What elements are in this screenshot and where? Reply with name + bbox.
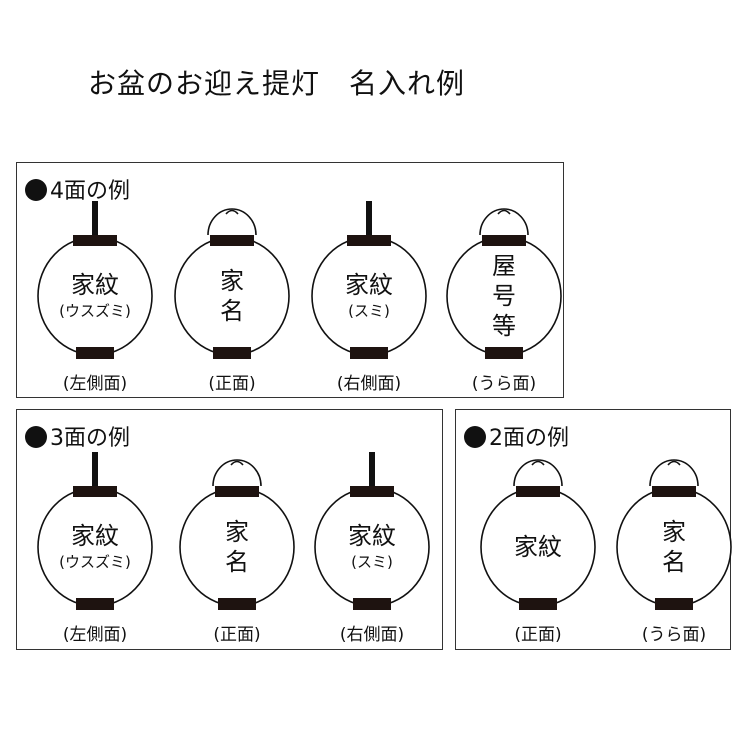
lantern-handle-knot — [532, 462, 544, 466]
lantern-bottom-band — [76, 347, 114, 359]
lantern-label-line: 号 — [434, 281, 574, 311]
panel-title-text: 3面の例 — [50, 426, 130, 451]
lantern-side-caption: (うら面) — [434, 369, 574, 394]
lantern: 屋号等 (うら面) — [434, 201, 574, 401]
lantern-top-band — [210, 235, 254, 246]
lantern-ink-note: (ウスズミ) — [25, 300, 165, 322]
lantern-bottom-band — [350, 347, 388, 359]
lantern-label: 家名 — [167, 517, 307, 577]
lantern-label: 家名 — [604, 517, 744, 577]
lantern: 家名 (正面) — [162, 201, 302, 401]
lantern-side-caption: (正面) — [468, 620, 608, 645]
lantern-label-line: 等 — [434, 311, 574, 341]
lantern-handle — [208, 209, 256, 235]
lantern-label-line: 家紋 — [25, 271, 165, 300]
lantern-label-line: 名 — [604, 547, 744, 577]
lantern-handle-knot — [226, 211, 238, 215]
lantern-bottom-band — [213, 347, 251, 359]
panel-title: 2面の例 — [464, 420, 569, 452]
lantern-label-line: 家紋 — [25, 522, 165, 551]
lantern-ink-note: (スミ) — [299, 300, 439, 322]
lantern-bottom-band — [76, 598, 114, 610]
lantern-bottom-band — [485, 347, 523, 359]
bullet-dot-icon — [464, 426, 486, 448]
lantern-bottom-band — [655, 598, 693, 610]
lantern-handle — [213, 460, 261, 486]
bullet-dot-icon — [25, 179, 47, 201]
lantern-label: 家名 — [162, 266, 302, 326]
lantern-handle-knot — [668, 462, 680, 466]
bullet-dot-icon — [25, 426, 47, 448]
lantern: 家紋(ウスズミ) (左側面) — [25, 201, 165, 401]
lantern-label-line: 家紋 — [468, 533, 608, 562]
lantern-pole — [92, 452, 98, 486]
lantern-label: 家紋(スミ) — [302, 522, 442, 573]
lantern: 家名 (うら面) — [604, 452, 744, 652]
lantern: 家名 (正面) — [167, 452, 307, 652]
lantern-label-line: 家紋 — [302, 522, 442, 551]
lantern-label-line: 家 — [604, 517, 744, 547]
lantern-label: 家紋 — [468, 533, 608, 562]
lantern-label: 家紋(スミ) — [299, 271, 439, 322]
panel-two-sides: 2面の例 家紋(正面)家名(うら面) — [455, 409, 731, 650]
panel-four-sides: 4面の例 家紋(ウスズミ)(左側面)家名(正面)家紋(スミ)(右側面)屋号等(う… — [16, 162, 564, 398]
lantern-label: 屋号等 — [434, 251, 574, 341]
lantern-side-caption: (正面) — [162, 369, 302, 394]
page-title: お盆のお迎え提灯 名入れ例 — [88, 62, 465, 102]
panel-title: 3面の例 — [25, 420, 130, 452]
lantern-side-caption: (正面) — [167, 620, 307, 645]
lantern-label-line: 家紋 — [299, 271, 439, 300]
lantern-label-line: 家 — [162, 266, 302, 296]
lantern-handle-knot — [231, 462, 243, 466]
lantern-top-band — [516, 486, 560, 497]
lantern-side-caption: (うら面) — [604, 620, 744, 645]
lantern-handle-knot — [498, 211, 510, 215]
lantern-pole — [92, 201, 98, 235]
lantern-label-line: 名 — [167, 547, 307, 577]
lantern-pole — [369, 452, 375, 486]
lantern-ink-note: (スミ) — [302, 551, 442, 573]
lantern-ink-note: (ウスズミ) — [25, 551, 165, 573]
lantern: 家紋(スミ) (右側面) — [302, 452, 442, 652]
panel-three-sides: 3面の例 家紋(ウスズミ)(左側面)家名(正面)家紋(スミ)(右側面) — [16, 409, 443, 650]
lantern-side-caption: (右側面) — [302, 620, 442, 645]
lantern-top-band — [73, 235, 117, 246]
lantern-top-band — [652, 486, 696, 497]
lantern-side-caption: (右側面) — [299, 369, 439, 394]
lantern-top-band — [347, 235, 391, 246]
lantern: 家紋(スミ) (右側面) — [299, 201, 439, 401]
lantern-label: 家紋(ウスズミ) — [25, 271, 165, 322]
lantern-handle — [650, 460, 698, 486]
lantern-side-caption: (左側面) — [25, 620, 165, 645]
lantern-top-band — [215, 486, 259, 497]
lantern-handle — [514, 460, 562, 486]
lantern-bottom-band — [519, 598, 557, 610]
lantern-pole — [366, 201, 372, 235]
lantern-label-line: 屋 — [434, 251, 574, 281]
panel-title-text: 2面の例 — [489, 426, 569, 451]
lantern-bottom-band — [353, 598, 391, 610]
lantern-label-line: 名 — [162, 296, 302, 326]
lantern: 家紋(ウスズミ) (左側面) — [25, 452, 165, 652]
lantern-side-caption: (左側面) — [25, 369, 165, 394]
lantern-label: 家紋(ウスズミ) — [25, 522, 165, 573]
lantern-top-band — [482, 235, 526, 246]
lantern-bottom-band — [218, 598, 256, 610]
lantern-handle — [480, 209, 528, 235]
lantern-label-line: 家 — [167, 517, 307, 547]
lantern-top-band — [350, 486, 394, 497]
lantern-top-band — [73, 486, 117, 497]
lantern: 家紋 (正面) — [468, 452, 608, 652]
